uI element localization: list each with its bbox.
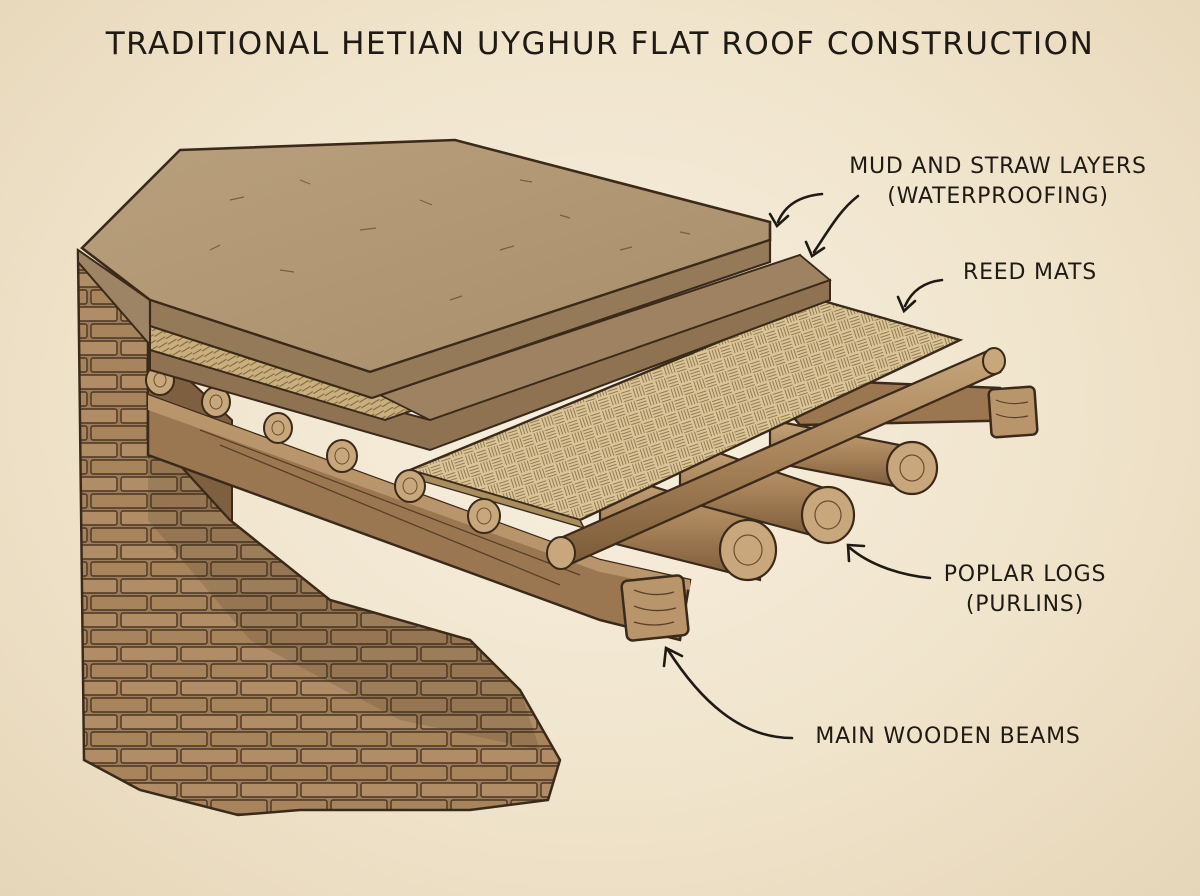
diagram-title: TRADITIONAL HETIAN UYGHUR FLAT ROOF CONS… [105, 26, 1095, 62]
arrow-main-beams [666, 648, 794, 740]
arrow-poplar-logs [848, 546, 932, 580]
arrow-reed-mats-head [896, 295, 917, 314]
label-poplar-logs: POPLAR LOGS (PURLINS) [930, 560, 1120, 620]
label-main-beams-line1: MAIN WOODEN BEAMS [815, 724, 1081, 749]
label-mud-and-straw-line1: MUD AND STRAW LAYERS [849, 154, 1147, 179]
label-poplar-logs-line1: POPLAR LOGS [943, 562, 1107, 587]
label-mud-and-straw: MUD AND STRAW LAYERS (WATERPROOFING) [818, 152, 1178, 212]
label-main-beams: MAIN WOODEN BEAMS [798, 722, 1098, 752]
label-mud-and-straw-line2: (WATERPROOFING) [887, 184, 1109, 209]
mud-and-straw-layers [80, 138, 832, 452]
label-reed-mats-line1: REED MATS [963, 260, 1097, 285]
arrow-mud-straw-1 [776, 192, 824, 224]
arrow-main-beams-head [662, 646, 684, 668]
arrow-mud-straw-1-head [768, 212, 790, 229]
label-reed-mats: REED MATS [940, 258, 1120, 288]
callout-arrows [662, 192, 944, 740]
arrow-mud-straw-2 [812, 194, 860, 254]
arrow-poplar-logs-head [846, 543, 866, 563]
arrow-reed-mats [903, 278, 944, 308]
arrow-mud-straw-2-head [804, 240, 826, 258]
poplar-logs-purlins [145, 347, 1006, 570]
label-poplar-logs-line2: (PURLINS) [965, 592, 1085, 617]
